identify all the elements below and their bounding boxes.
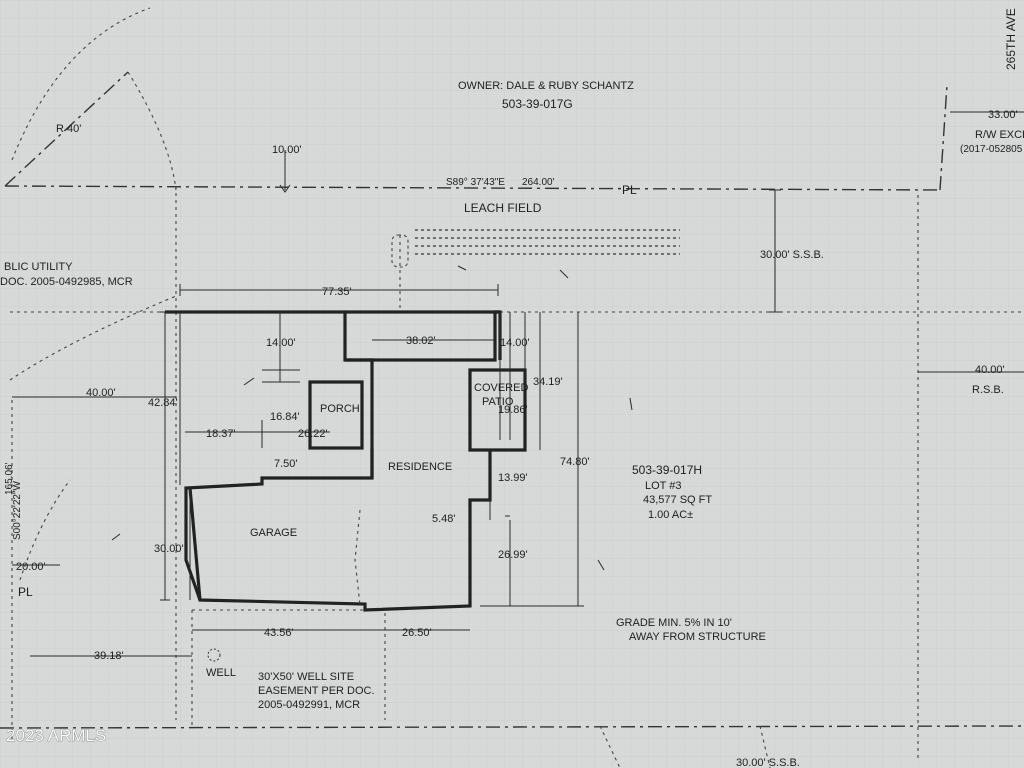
- lot-number-label: LOT #3: [645, 480, 682, 492]
- rw-label-1: R/W EXCE: [975, 129, 1024, 141]
- leach-distance-label: 264.00': [522, 177, 555, 188]
- dim-1837-label: 18.37': [206, 428, 236, 440]
- garage-inner-wall: [354, 509, 361, 606]
- dim-14a-label: 14.00': [266, 337, 296, 349]
- dimension-lines: [12, 111, 1024, 657]
- patio-label-1: COVERED: [474, 382, 528, 394]
- grade-note-2: AWAY FROM STRUCTURE: [629, 631, 766, 643]
- porch-label: PORCH: [320, 403, 360, 415]
- dim-14b-label: 14.00': [500, 337, 530, 349]
- dim-2622-label: 26.22': [298, 428, 328, 440]
- west-side-label: 40.00': [86, 387, 116, 399]
- bottom-setback-label: 30.00' S.S.B.: [736, 757, 800, 768]
- well-note-2: EASEMENT PER DOC.: [258, 685, 375, 697]
- dim-3000-label: 30.00': [154, 543, 184, 555]
- well-note-3: 2005-0492991, MCR: [258, 699, 360, 711]
- dim-1684-label: 16.84': [270, 411, 300, 423]
- utility-label-1: BLIC UTILITY: [4, 261, 73, 273]
- dim-2650-label: 26.50': [402, 627, 432, 639]
- dim-38-label: 38.02': [406, 335, 436, 347]
- lot-acres-label: 1.00 AC±: [648, 509, 693, 521]
- parcel-north-label: 503-39-017G: [502, 97, 573, 111]
- pl-left-label: PL: [18, 585, 33, 599]
- watermark: 2023 ARMLS: [6, 726, 106, 745]
- dim-7480-label: 74.80': [560, 456, 590, 468]
- rsb-value-label: 40.00': [975, 364, 1005, 376]
- patio-label-2: PATIO: [482, 396, 514, 408]
- rw-label-2: (2017-052805: [960, 144, 1023, 155]
- ssb-label: 30.00' S.S.B.: [760, 249, 824, 261]
- north-setback-label: 10.00': [272, 144, 302, 156]
- residence-label: RESIDENCE: [388, 461, 452, 473]
- street-width-label: 33.00': [988, 109, 1018, 121]
- dim-1986-label: 19.86': [498, 404, 528, 416]
- utility-label-2: DOC. 2005-0492985, MCR: [0, 276, 133, 288]
- grade-note-1: GRADE MIN. 5% IN 10': [616, 617, 732, 629]
- tick-marks: [111, 265, 633, 571]
- dim-2000-label: 20.00': [16, 561, 46, 573]
- dim-4356-label: 43.56': [264, 627, 294, 639]
- radius-label: R 40': [56, 123, 81, 135]
- west-distance-label: 165.06': [4, 462, 15, 495]
- dim-548-label: 5.48': [432, 513, 456, 525]
- well-label: WELL: [206, 667, 236, 679]
- garage-label: GARAGE: [250, 527, 297, 539]
- property-boundary: [0, 71, 1024, 729]
- easement-arcs: [9, 7, 177, 581]
- well-symbol-icon: [207, 648, 221, 662]
- dim-3918-label: 39.18': [94, 650, 124, 662]
- leach-field-label: LEACH FIELD: [464, 201, 542, 215]
- rsb-text-label: R.S.B.: [972, 384, 1004, 396]
- well-note-1: 30'X50' WELL SITE: [258, 671, 354, 683]
- west-bearing-label: S00°22'22"W: [12, 481, 23, 540]
- leach-pl-label: PL: [622, 183, 637, 197]
- leach-field: [391, 229, 680, 310]
- owner-label: OWNER: DALE & RUBY SCHANTZ: [458, 80, 634, 92]
- dim-2699-label: 26.99': [498, 549, 528, 561]
- street-name-label: 265TH AVE: [1004, 8, 1018, 70]
- dim-4284-label: 42.84': [148, 397, 178, 409]
- dim-3419-label: 34.19': [533, 376, 563, 388]
- dim-750-label: 7.50': [274, 458, 298, 470]
- lot-area-label: 43,577 SQ FT: [643, 494, 712, 506]
- dim-1399-label: 13.99': [498, 472, 528, 484]
- leach-bearing-label: S89° 37'43"E: [446, 177, 505, 188]
- lot-parcel-label: 503-39-017H: [632, 463, 702, 477]
- dim-77-label: 77.35': [322, 286, 352, 298]
